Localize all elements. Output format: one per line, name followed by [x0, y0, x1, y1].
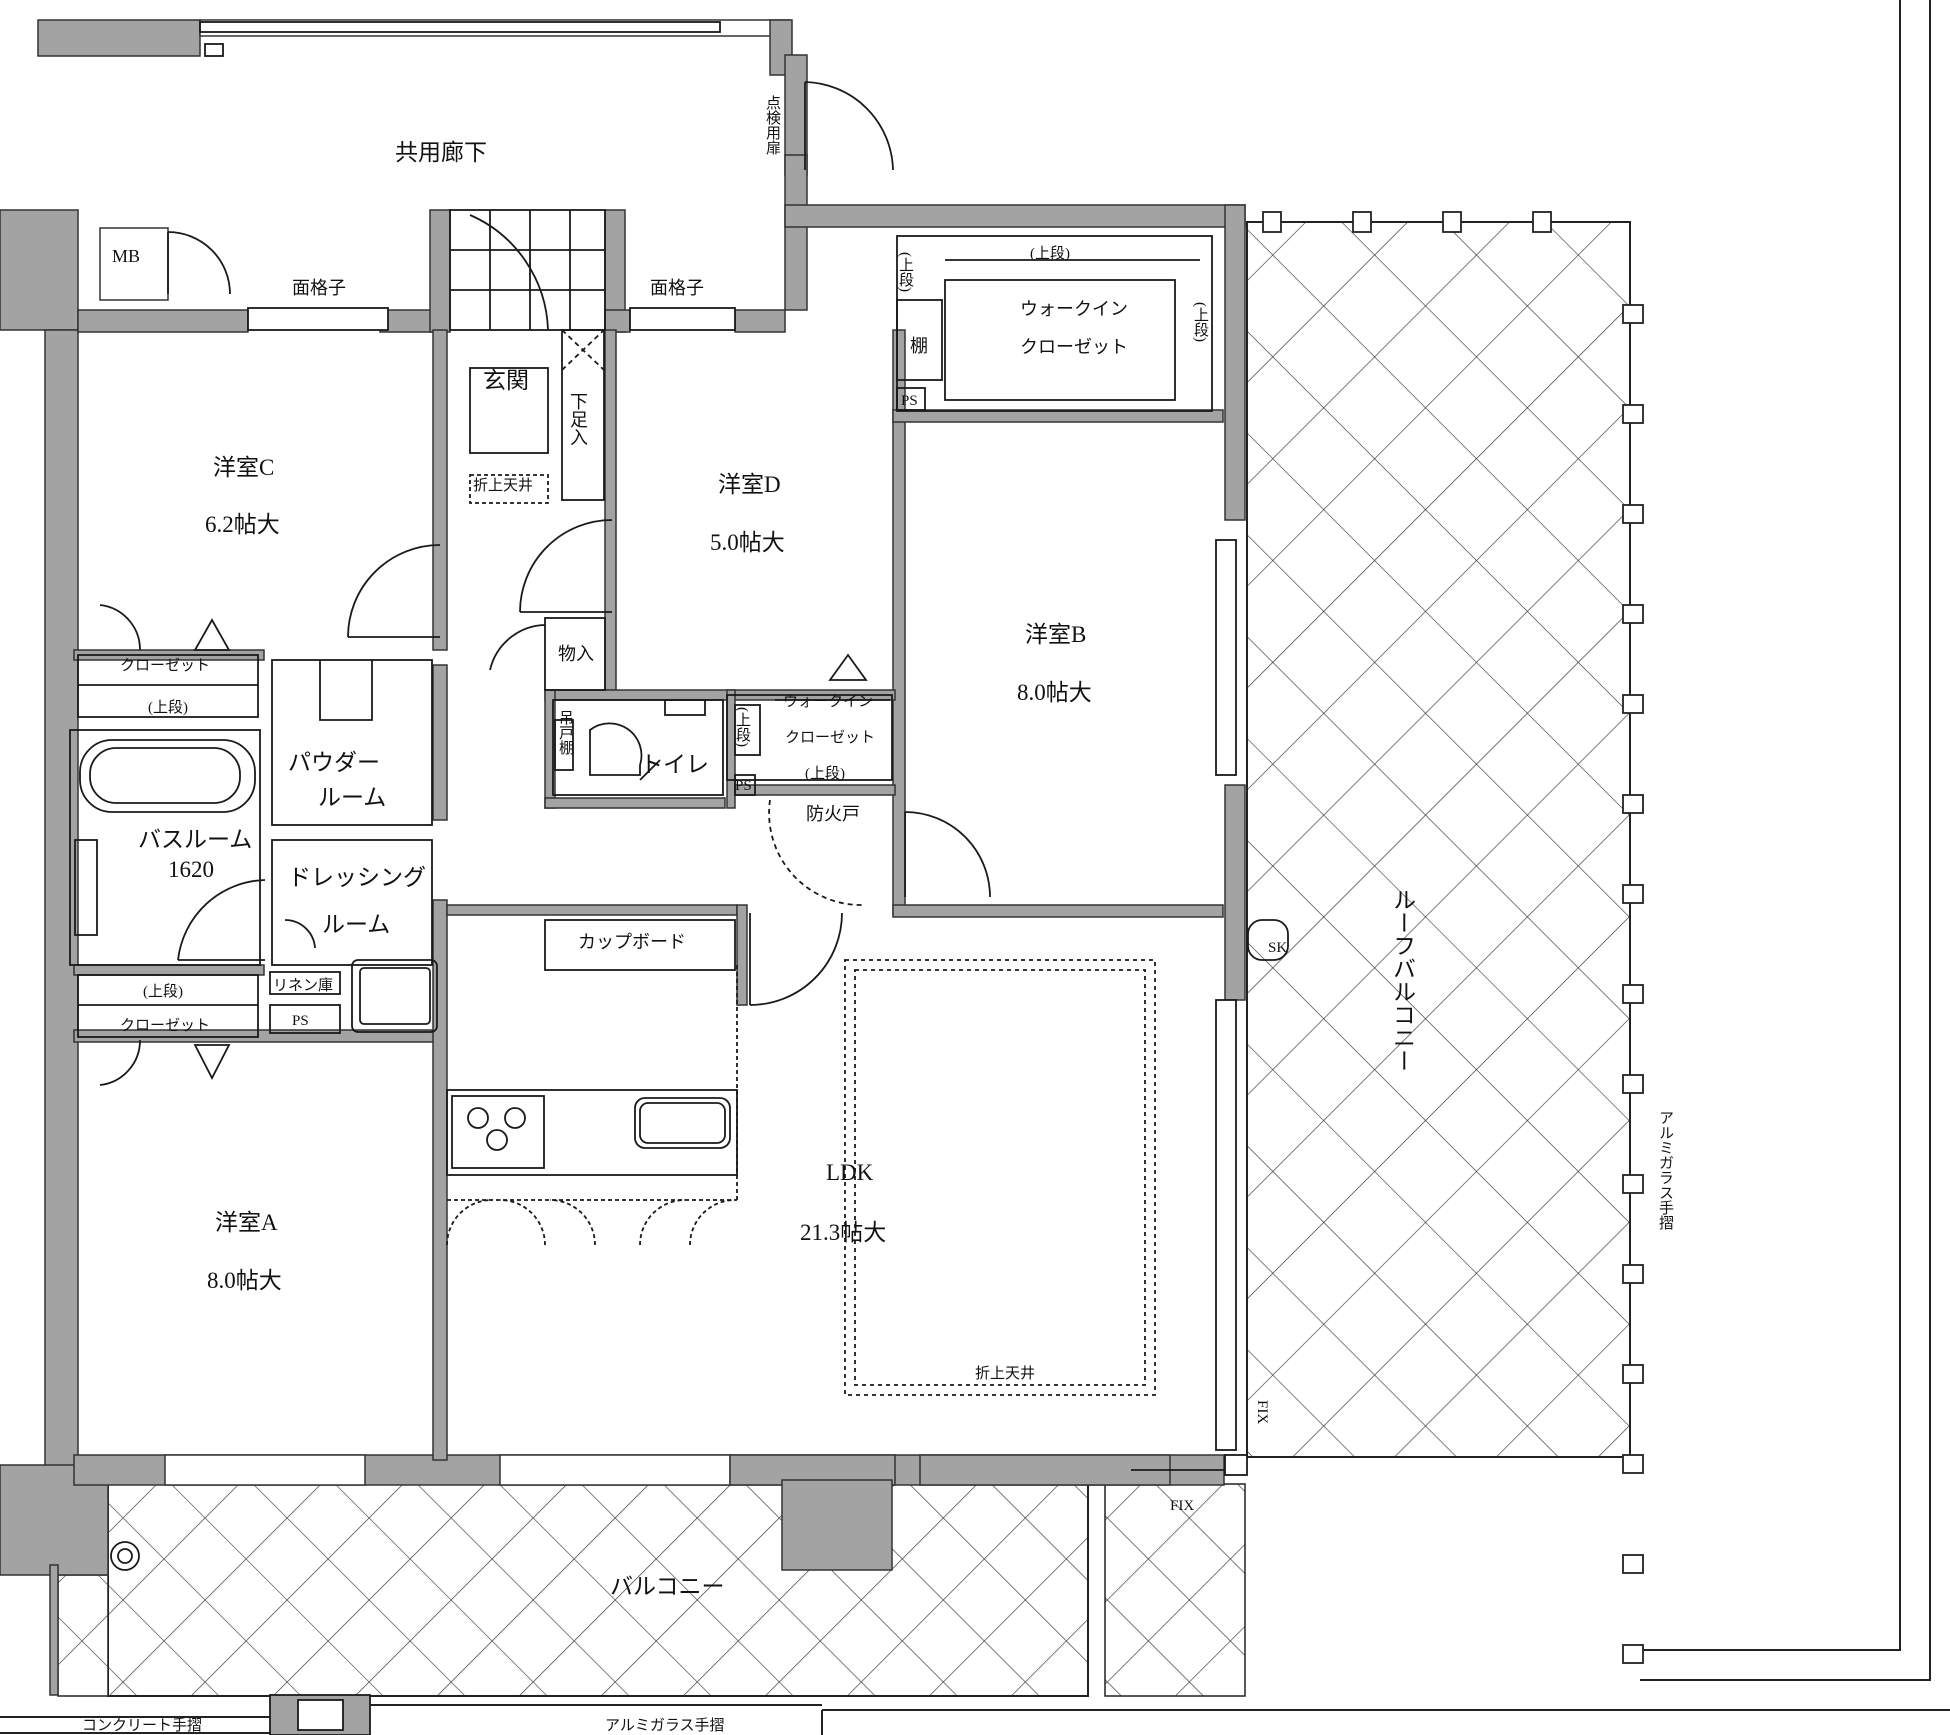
- linen-label: リネン庫: [273, 977, 333, 994]
- fix-horizontal-label: FIX: [1170, 1498, 1194, 1514]
- dressing-line2: ルーム: [322, 912, 390, 937]
- wic-small-line2: クローゼット: [785, 729, 875, 746]
- raised-ceiling-entrance-label: 折上天井: [473, 477, 533, 494]
- room-a-size: 8.0帖大: [207, 1268, 282, 1293]
- ps-toilet: PS: [735, 778, 752, 794]
- balcony-label: バルコニー: [610, 1574, 725, 1599]
- balcony-area: [57, 1483, 1246, 1697]
- storage-label: 物入: [558, 644, 594, 664]
- wic-small-upper-bottom: (上段): [805, 765, 845, 782]
- lattice-left-label: 面格子: [292, 278, 346, 298]
- room-b-name: 洋室B: [1025, 622, 1086, 647]
- glass-handrail-right-label: アルミガラス手摺: [1657, 1110, 1674, 1231]
- closet-a-label: クローゼット: [120, 1017, 210, 1034]
- ldk-name: LDK: [826, 1160, 874, 1185]
- lattice-right-label: 面格子: [650, 278, 704, 298]
- fixtures: [69, 21, 1289, 1735]
- room-d-size: 5.0帖大: [710, 530, 785, 555]
- room-b-size: 8.0帖大: [1017, 680, 1092, 705]
- powder-line2: ルーム: [318, 785, 386, 810]
- wic-shelf: 棚: [910, 336, 928, 356]
- dressing-line1: ドレッシング: [288, 865, 426, 890]
- hanging-shelf-label: 吊戸棚: [557, 710, 574, 755]
- room-a-name: 洋室A: [215, 1210, 278, 1235]
- room-c-size: 6.2帖大: [205, 512, 280, 537]
- handrail-posts: [1262, 211, 1644, 1664]
- mb-label: MB: [112, 246, 140, 266]
- concrete-handrail-label: コンクリート手摺: [82, 1717, 202, 1734]
- closet-c-shelf: (上段): [148, 699, 188, 716]
- inspection-door-label: 点検用扉: [764, 95, 781, 155]
- entrance-label: 玄関: [483, 368, 529, 393]
- room-labels: 共用廊下 点検用扉 MB 面格子 面格子 玄関 下足入 折上天井 物入 洋室C …: [82, 95, 1674, 1734]
- wic-small-upper-left: (上段): [734, 707, 751, 747]
- ps-bath: PS: [292, 1013, 309, 1029]
- wic-main-line1: ウォークイン: [1020, 299, 1128, 319]
- fire-door-label: 防火戸: [806, 804, 860, 824]
- roof-balcony-area: [1246, 221, 1631, 1458]
- powder-line1: パウダー: [288, 750, 380, 775]
- room-c-name: 洋室C: [213, 455, 274, 480]
- raised-ceiling-ldk-label: 折上天井: [975, 1365, 1035, 1382]
- sk-label: SK: [1268, 940, 1287, 956]
- common-corridor-label: 共用廊下: [395, 140, 487, 165]
- closet-a-shelf: (上段): [143, 983, 183, 1000]
- wic-upper-left: (上段): [897, 252, 914, 292]
- roof-balcony-label: ルーフバルコニー: [1390, 888, 1416, 1072]
- closet-c-label: クローゼット: [120, 657, 210, 674]
- wic-upper-top: (上段): [1030, 245, 1070, 262]
- fix-vertical-label: FIX: [1254, 1400, 1270, 1424]
- wic-main-line2: クローゼット: [1020, 337, 1128, 357]
- glass-handrail-bottom-label: アルミガラス手摺: [605, 1717, 725, 1734]
- ldk-size: 21.3帖大: [800, 1220, 886, 1245]
- shoe-box-label: 下足入: [568, 392, 588, 446]
- toilet-label: トイレ: [640, 752, 709, 777]
- ps-top: PS: [901, 393, 918, 409]
- bath-line2: 1620: [168, 857, 214, 882]
- cupboard-label: カップボード: [578, 932, 686, 952]
- room-d-name: 洋室D: [718, 472, 781, 497]
- wic-upper-right: (上段): [1192, 302, 1209, 342]
- bath-line1: バスルーム: [138, 827, 252, 852]
- wic-small-line1: ウォークイン: [783, 693, 873, 710]
